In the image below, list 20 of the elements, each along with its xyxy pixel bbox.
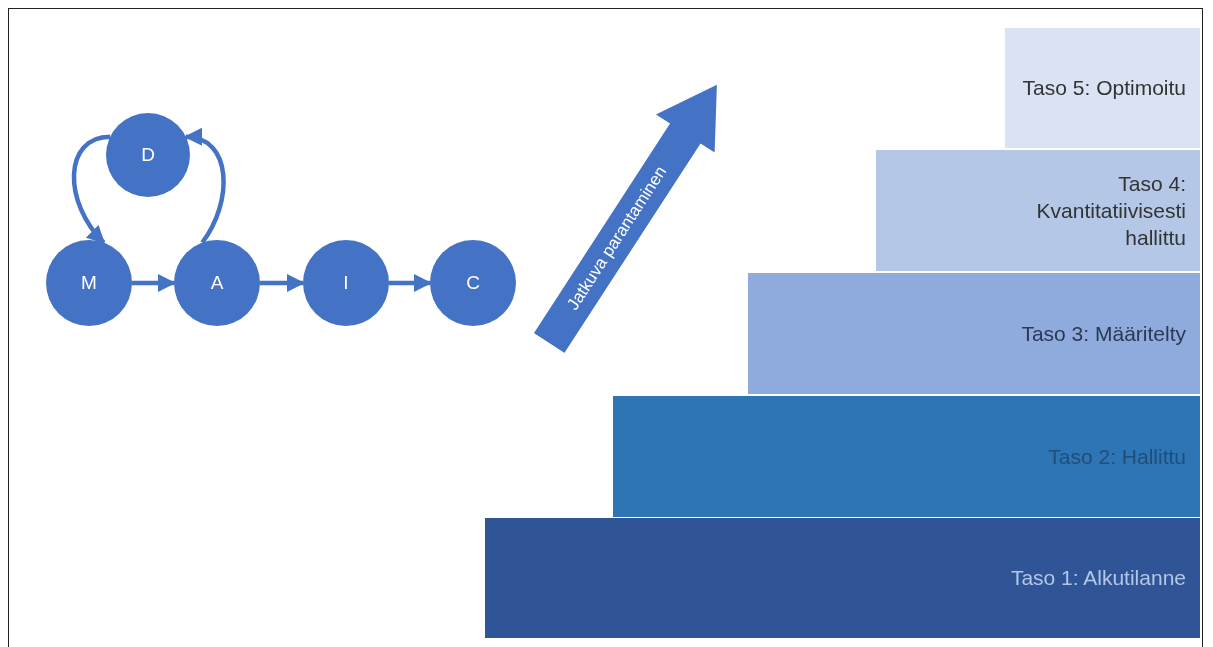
circle-label: M: [81, 272, 97, 294]
circle-label: I: [343, 272, 349, 294]
step-label: Taso 3: Määritelty: [1021, 320, 1186, 347]
step-label: Taso 5: Optimoitu: [1022, 75, 1186, 102]
step-block: [876, 149, 1200, 271]
circle-label: D: [141, 144, 155, 166]
circle-label: C: [466, 272, 480, 294]
step-block: [748, 272, 1200, 394]
step-block: [485, 517, 1200, 638]
arrow: [260, 274, 305, 292]
arrow: [389, 274, 432, 292]
arrow: [71, 134, 111, 245]
step-label: Taso 2: Hallittu: [1048, 443, 1186, 470]
step-block: [613, 395, 1200, 517]
arrow: [184, 129, 226, 244]
step-label: Taso 4: Kvantitatiivisesti hallittu: [1035, 170, 1186, 252]
arrow: [132, 274, 176, 292]
step-block: [1005, 27, 1200, 148]
circle-label: A: [210, 272, 224, 294]
step-label: Taso 1: Alkutilanne: [1010, 565, 1186, 592]
